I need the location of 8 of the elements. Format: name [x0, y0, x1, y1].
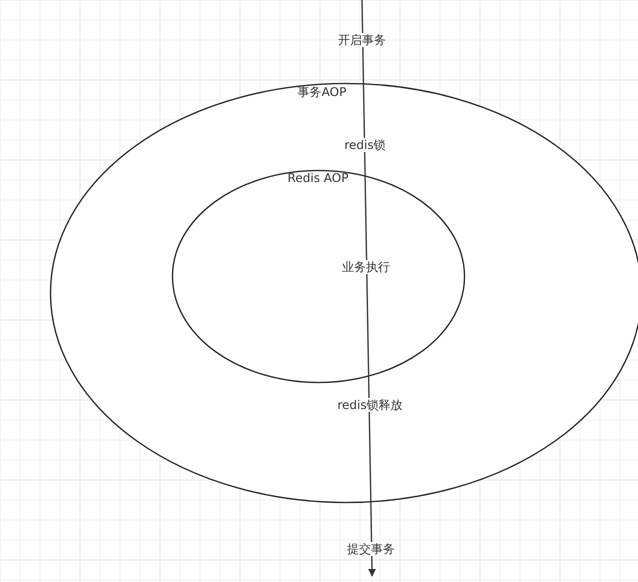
step-label: redis锁 — [343, 138, 387, 152]
step-label: 开启事务 — [337, 33, 387, 47]
step-label: redis锁释放 — [336, 398, 404, 412]
step-label: 业务执行 — [341, 260, 391, 274]
flow-arrow — [368, 556, 376, 577]
region-title: Redis AOP — [286, 171, 350, 185]
step-label: 提交事务 — [346, 542, 396, 556]
region-title: 事务AOP — [296, 85, 348, 99]
